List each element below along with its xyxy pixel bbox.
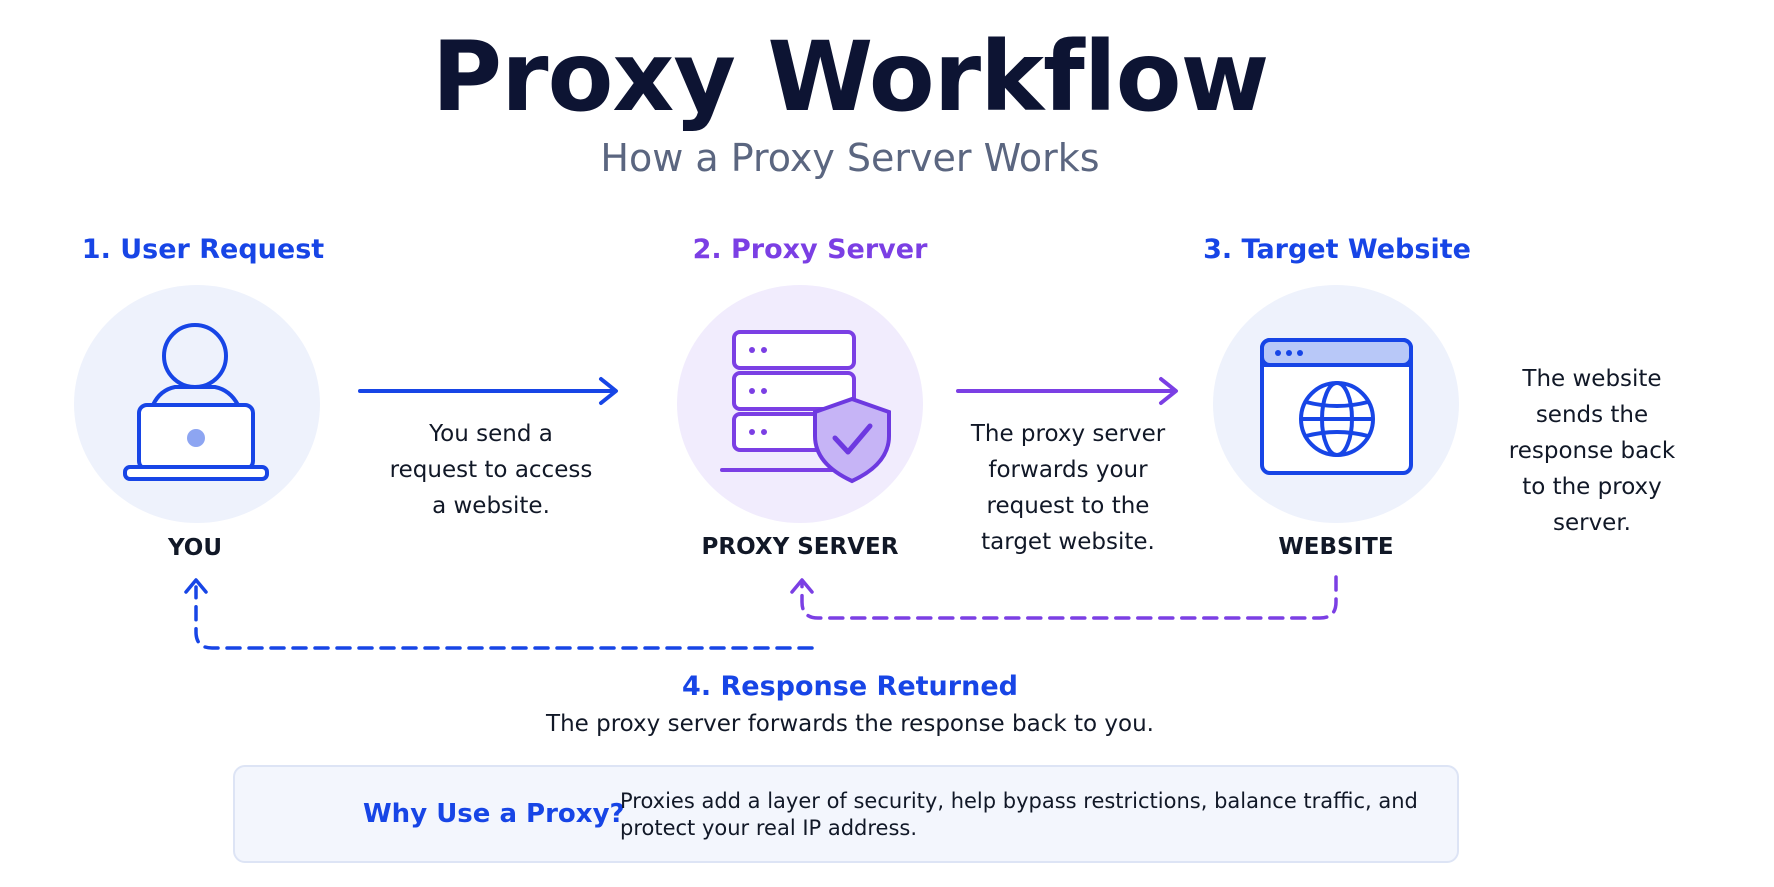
forward-description-line: forwards your [988,457,1148,483]
user-node-label: YOU [167,535,223,561]
proxy-to-user-return-arrow [184,578,814,650]
request-description-line: request to access [389,457,593,483]
page-title: Proxy Workflow [431,21,1270,133]
browser-globe-icon [1260,338,1413,475]
forward-description-line: target website. [981,529,1155,555]
server-shield-icon [720,330,891,484]
forward-description: The proxy server forwards your request t… [948,416,1188,560]
request-description-line: a website. [432,493,550,519]
why-proxy-text-line: Proxies add a layer of security, help by… [620,789,1418,813]
request-description: You send a request to access a website. [371,416,611,524]
why-proxy-text-line: protect your real IP address. [620,816,918,840]
website-response-line: The website [1522,366,1662,392]
website-response-line: sends the [1535,402,1649,428]
forward-description-line: request to the [986,493,1150,519]
website-response-description: The website sends the response back to t… [1482,361,1702,541]
why-proxy-panel [233,765,1459,863]
request-arrow [358,377,618,405]
website-response-line: to the proxy [1522,474,1662,500]
forward-description-line: The proxy server [970,421,1166,447]
user-laptop-icon [123,323,269,481]
website-response-line: server. [1552,510,1631,536]
step-2-title: 2. Proxy Server [692,234,928,265]
forward-arrow [956,377,1178,405]
website-response-line: response back [1508,438,1676,464]
why-proxy-title: Why Use a Proxy? [363,799,625,829]
response-title: 4. Response Returned [682,671,1018,702]
proxy-node-label: PROXY SERVER [701,534,899,560]
page-subtitle: How a Proxy Server Works [600,136,1100,180]
step-3-title: 3. Target Website [1203,234,1471,265]
website-node-label: WEBSITE [1278,534,1394,560]
website-to-proxy-return-arrow [790,575,1338,620]
step-1-title: 1. User Request [81,234,325,265]
why-proxy-text: Proxies add a layer of security, help by… [620,788,1420,842]
response-description: The proxy server forwards the response b… [546,711,1154,737]
request-description-line: You send a [429,421,553,447]
